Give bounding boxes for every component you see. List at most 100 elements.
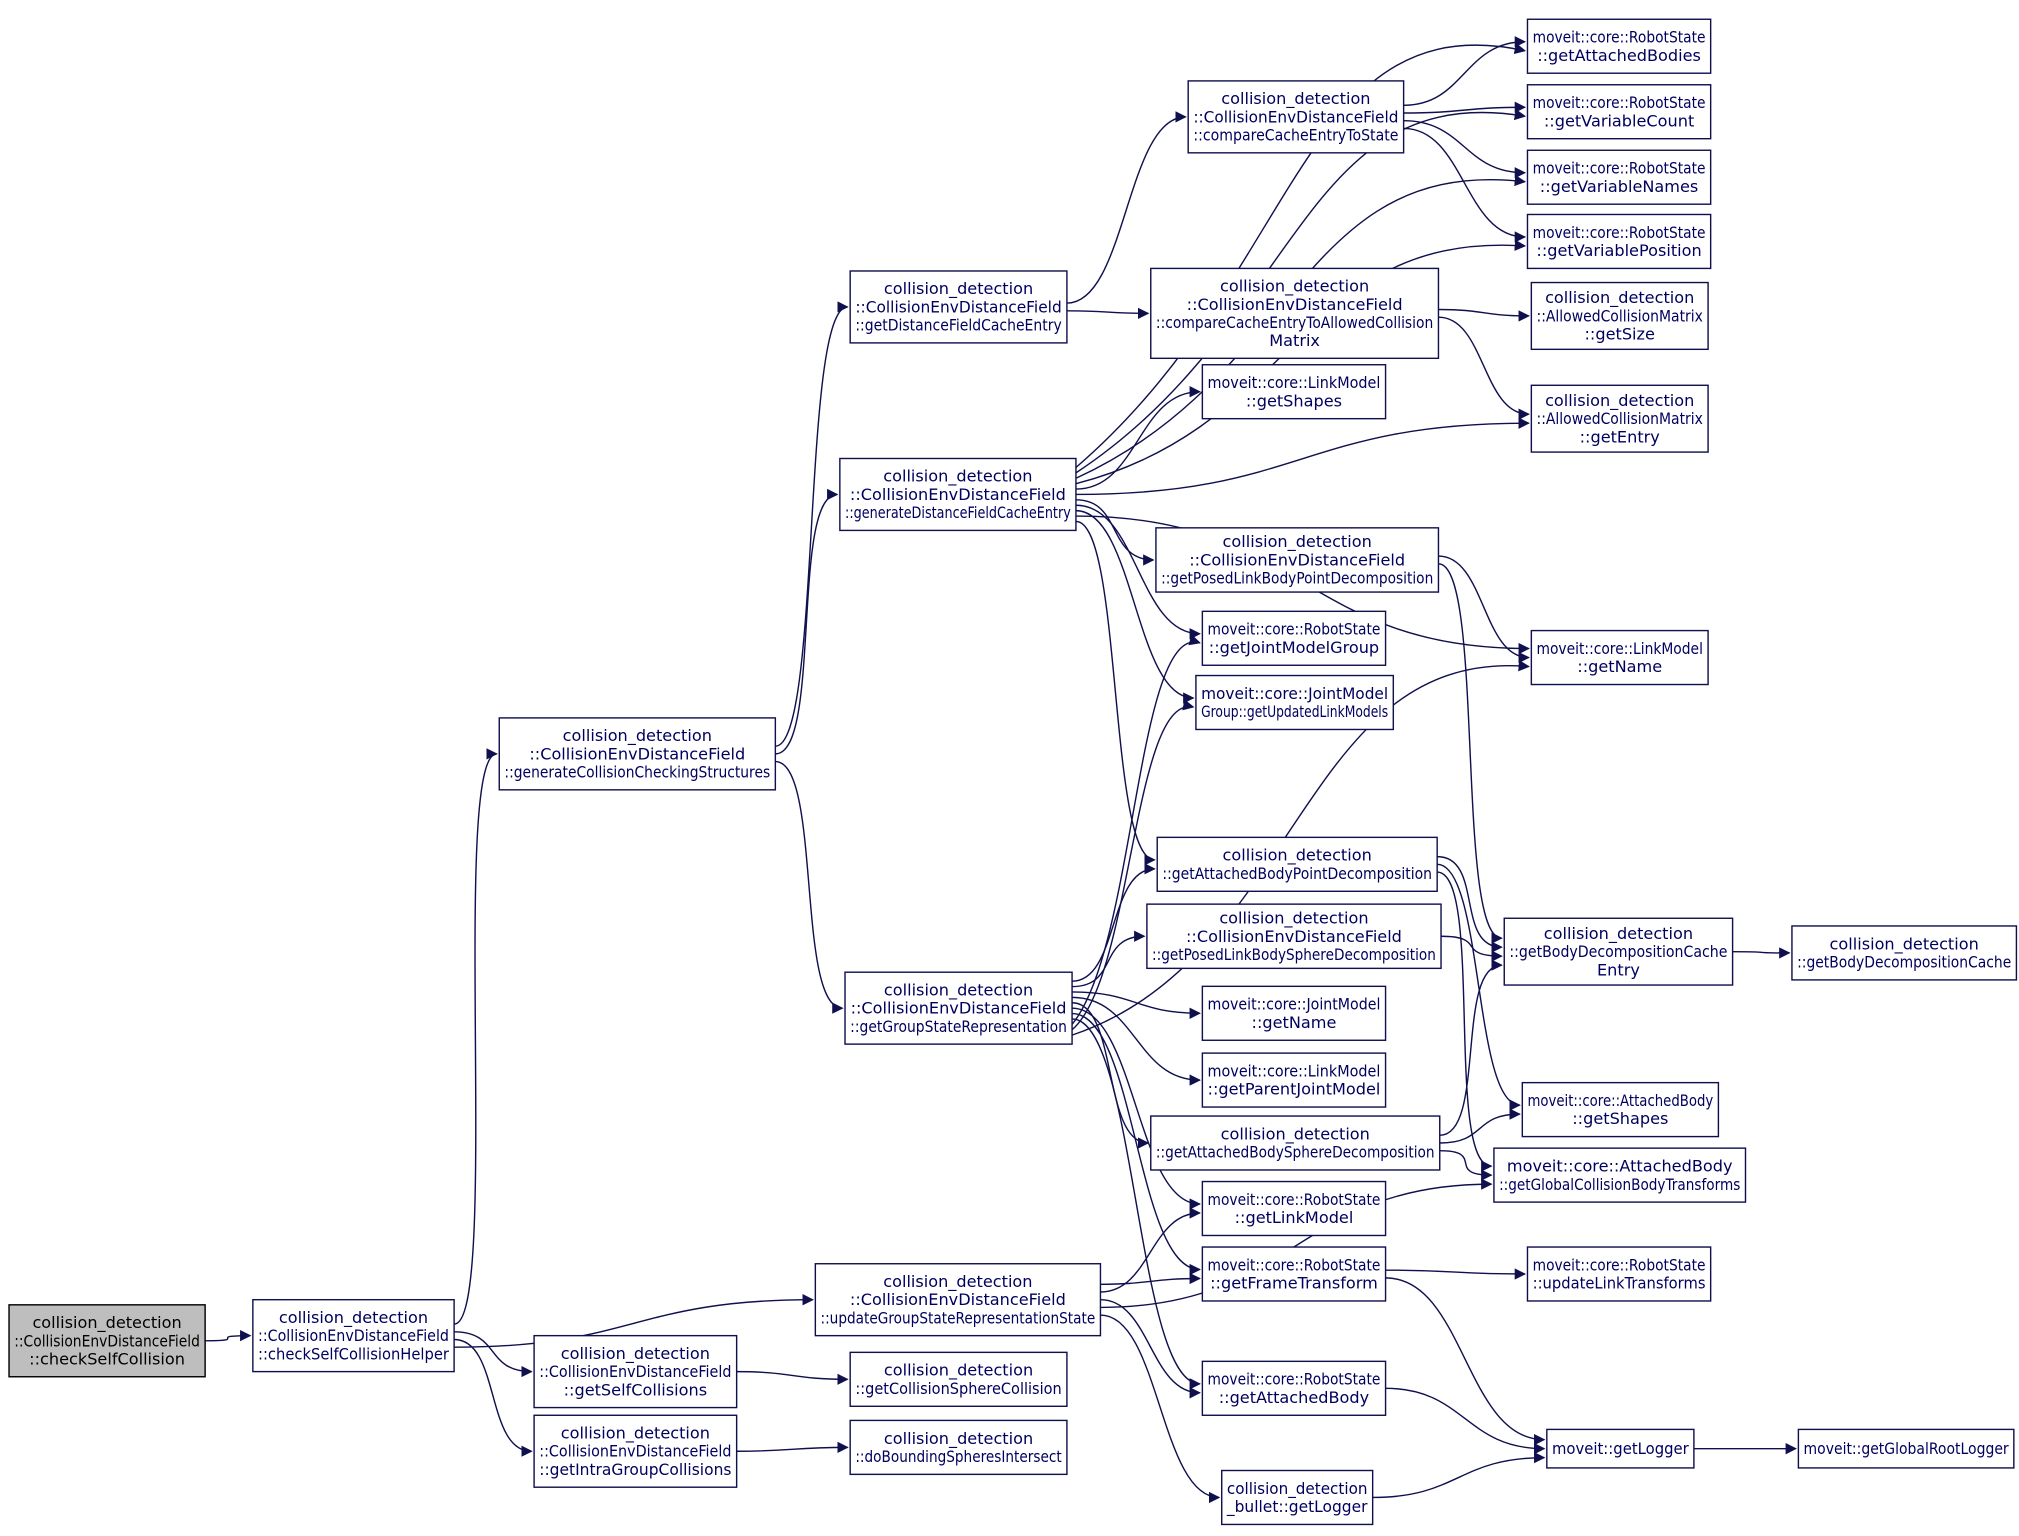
- checkSelfCollisionHelper-box[interactable]: [252, 1298, 455, 1373]
- edge-getAttachedBodySphereDecomposition--getBodyDecompositionCacheEntry: [1439, 959, 1503, 1137]
- getUpdatedLinkModels-box[interactable]: [1195, 674, 1395, 731]
- node-getDistanceFieldCacheEntry[interactable]: collision_detection::CollisionEnvDistanc…: [849, 270, 1068, 344]
- getGlobalRootLogger-label-line: moveit::getGlobalRootLogger: [1804, 1439, 2009, 1458]
- node-getBodyDecompositionCacheEntry[interactable]: collision_detection::getBodyDecompositio…: [1503, 917, 1734, 986]
- getAttachedBodyPointDecomposition-label-line: ::getAttachedBodyPointDecomposition: [1162, 864, 1432, 883]
- node-getAttachedBody[interactable]: moveit::core::RobotState::getAttachedBod…: [1201, 1360, 1387, 1416]
- linkGetShapes-label-line: ::getShapes: [1246, 391, 1342, 410]
- node-acmGetEntry[interactable]: collision_detection::AllowedCollisionMat…: [1530, 384, 1709, 453]
- getAttachedBody-label-line: ::getAttachedBody: [1219, 1388, 1370, 1407]
- node-getAttachedBodyPointDecomposition[interactable]: collision_detection::getAttachedBodyPoin…: [1156, 836, 1438, 892]
- generateCollisionCheckingStructures-box[interactable]: [498, 717, 777, 791]
- node-updateGroupStateRepresentationState[interactable]: collision_detection::CollisionEnvDistanc…: [814, 1263, 1102, 1337]
- compareCacheEntryToAllowedCollisionMatrix-box[interactable]: [1150, 267, 1440, 360]
- edge-getAttachedBodySphereDecomposition--abGetShapes: [1439, 1108, 1521, 1144]
- getGlobalCollisionBodyTransforms-box[interactable]: [1493, 1147, 1747, 1203]
- getVariablePosition-label-line: moveit::core::RobotState: [1533, 223, 1706, 242]
- getSelfCollisions-label-line: ::getSelfCollisions: [564, 1380, 708, 1399]
- node-generateCollisionCheckingStructures[interactable]: collision_detection::CollisionEnvDistanc…: [498, 717, 777, 791]
- node-linkGetShapes[interactable]: moveit::core::LinkModel::getShapes: [1201, 364, 1387, 420]
- linkGetName-box[interactable]: [1530, 629, 1709, 686]
- getBodyDecompositionCache-box[interactable]: [1791, 925, 2018, 981]
- getGlobalRootLogger-box[interactable]: [1797, 1428, 2015, 1469]
- node-getVariableNames[interactable]: moveit::core::RobotState::getVariableNam…: [1526, 149, 1712, 205]
- updateLinkTransforms-box[interactable]: [1526, 1246, 1712, 1302]
- getAttachedBodyPointDecomposition-box[interactable]: [1156, 836, 1438, 892]
- node-getFrameTransform[interactable]: moveit::core::RobotState::getFrameTransf…: [1201, 1246, 1387, 1302]
- node-getGroupStateRepresentation[interactable]: collision_detection::CollisionEnvDistanc…: [844, 971, 1073, 1045]
- getBodyDecompositionCacheEntry-box[interactable]: [1503, 917, 1734, 986]
- edge-updateGroupStateRepresentationState--bulletGetLogger: [1100, 1314, 1221, 1504]
- node-getLinkModel[interactable]: moveit::core::RobotState::getLinkModel: [1201, 1180, 1387, 1237]
- getLinkModel-box[interactable]: [1201, 1180, 1387, 1237]
- linkGetName-label-line: moveit::core::LinkModel: [1537, 639, 1703, 658]
- node-jointGetName[interactable]: moveit::core::JointModel::getName: [1201, 985, 1387, 1041]
- node-linkGetName[interactable]: moveit::core::LinkModel::getName: [1530, 629, 1709, 686]
- acmGetSize-box[interactable]: [1530, 281, 1709, 351]
- getAttachedBodies-box[interactable]: [1526, 18, 1712, 74]
- node-getJointModelGroup[interactable]: moveit::core::RobotState::getJointModelG…: [1201, 610, 1387, 666]
- node-abGetShapes[interactable]: moveit::core::AttachedBody::getShapes: [1521, 1081, 1720, 1138]
- node-getIntraGroupCollisions[interactable]: collision_detection::CollisionEnvDistanc…: [533, 1414, 738, 1488]
- getAttachedBody-box[interactable]: [1201, 1360, 1387, 1416]
- getAttachedBodySphereDecomposition-box[interactable]: [1150, 1115, 1441, 1171]
- node-getUpdatedLinkModels[interactable]: moveit::core::JointModelGroup::getUpdate…: [1195, 674, 1395, 731]
- node-compareCacheEntryToState[interactable]: collision_detection::CollisionEnvDistanc…: [1187, 80, 1405, 154]
- bulletGetLogger-box[interactable]: [1221, 1469, 1374, 1526]
- node-generateDistanceFieldCacheEntry[interactable]: collision_detection::CollisionEnvDistanc…: [839, 457, 1077, 532]
- node-acmGetSize[interactable]: collision_detection::AllowedCollisionMat…: [1530, 281, 1709, 351]
- getVariablePosition-box[interactable]: [1526, 213, 1712, 270]
- jointGetName-box[interactable]: [1201, 985, 1387, 1041]
- node-compareCacheEntryToAllowedCollisionMatrix[interactable]: collision_detection::CollisionEnvDistanc…: [1150, 267, 1440, 360]
- node-getVariableCount[interactable]: moveit::core::RobotState::getVariableCou…: [1526, 84, 1712, 140]
- checkSelfCollision-box[interactable]: [8, 1304, 206, 1378]
- edge-getGroupStateRepresentation--getParentJointModel: [1072, 996, 1201, 1086]
- node-getAttachedBodySphereDecomposition[interactable]: collision_detection::getAttachedBodySphe…: [1150, 1115, 1441, 1171]
- getVariableNames-box[interactable]: [1526, 149, 1712, 205]
- node-checkSelfCollisionHelper[interactable]: collision_detection::CollisionEnvDistanc…: [252, 1298, 455, 1373]
- edge-compareCacheEntryToState--getVariablePosition: [1403, 127, 1527, 243]
- node-getPosedLinkBodyPointDecomposition[interactable]: collision_detection::CollisionEnvDistanc…: [1155, 527, 1440, 593]
- getParentJointModel-box[interactable]: [1201, 1052, 1387, 1108]
- getAttachedBodySphereDecomposition-label-line: collision_detection: [1221, 1124, 1370, 1144]
- node-getCollisionSphereCollision[interactable]: collision_detection::getCollisionSphereC…: [849, 1351, 1068, 1407]
- getFrameTransform-box[interactable]: [1201, 1246, 1387, 1302]
- getLinkModel-label-line: ::getLinkModel: [1235, 1208, 1354, 1227]
- getCollisionSphereCollision-box[interactable]: [849, 1351, 1068, 1407]
- linkGetShapes-box[interactable]: [1201, 364, 1387, 420]
- node-getParentJointModel[interactable]: moveit::core::LinkModel::getParentJointM…: [1201, 1052, 1387, 1108]
- compareCacheEntryToState-box[interactable]: [1187, 80, 1405, 154]
- getDistanceFieldCacheEntry-label-line: collision_detection: [884, 279, 1033, 299]
- node-checkSelfCollision[interactable]: collision_detection::CollisionEnvDistanc…: [8, 1304, 206, 1378]
- node-updateLinkTransforms[interactable]: moveit::core::RobotState::updateLinkTran…: [1526, 1246, 1712, 1302]
- getIntraGroupCollisions-box[interactable]: [533, 1414, 738, 1488]
- getPosedLinkBodySphereDecomposition-box[interactable]: [1146, 903, 1442, 970]
- updateGroupStateRepresentationState-box[interactable]: [814, 1263, 1102, 1337]
- getJointModelGroup-label-line: moveit::core::RobotState: [1208, 620, 1381, 639]
- getGroupStateRepresentation-box[interactable]: [844, 971, 1073, 1045]
- getLogger-box[interactable]: [1546, 1428, 1695, 1469]
- node-getPosedLinkBodySphereDecomposition[interactable]: collision_detection::CollisionEnvDistanc…: [1146, 903, 1442, 970]
- node-getBodyDecompositionCache[interactable]: collision_detection::getBodyDecompositio…: [1791, 925, 2018, 981]
- node-getSelfCollisions[interactable]: collision_detection::CollisionEnvDistanc…: [533, 1334, 738, 1409]
- getDistanceFieldCacheEntry-box[interactable]: [849, 270, 1068, 344]
- edge-generateDistanceFieldCacheEntry--getJointModelGroup: [1075, 504, 1201, 640]
- generateDistanceFieldCacheEntry-box[interactable]: [839, 457, 1077, 532]
- acmGetEntry-box[interactable]: [1530, 384, 1709, 453]
- getJointModelGroup-box[interactable]: [1201, 610, 1387, 666]
- getSelfCollisions-box[interactable]: [533, 1334, 738, 1409]
- node-doBoundingSpheresIntersect[interactable]: collision_detection::doBoundingSpheresIn…: [849, 1419, 1068, 1476]
- abGetShapes-box[interactable]: [1521, 1081, 1720, 1138]
- doBoundingSpheresIntersect-box[interactable]: [849, 1419, 1068, 1476]
- node-getAttachedBodies[interactable]: moveit::core::RobotState::getAttachedBod…: [1526, 18, 1712, 74]
- edge-getAttachedBodyPointDecomposition--getGlobalCollisionBodyTransforms: [1437, 871, 1493, 1172]
- node-getGlobalRootLogger[interactable]: moveit::getGlobalRootLogger: [1797, 1428, 2015, 1469]
- getUpdatedLinkModels-label-line: Group::getUpdatedLinkModels: [1201, 702, 1388, 721]
- node-getLogger[interactable]: moveit::getLogger: [1546, 1428, 1695, 1469]
- node-bulletGetLogger[interactable]: collision_detection_bullet::getLogger: [1221, 1469, 1374, 1526]
- getVariableCount-box[interactable]: [1526, 84, 1712, 140]
- node-getGlobalCollisionBodyTransforms[interactable]: moveit::core::AttachedBody::getGlobalCol…: [1493, 1147, 1747, 1203]
- node-getVariablePosition[interactable]: moveit::core::RobotState::getVariablePos…: [1526, 213, 1712, 270]
- getPosedLinkBodyPointDecomposition-box[interactable]: [1155, 527, 1440, 593]
